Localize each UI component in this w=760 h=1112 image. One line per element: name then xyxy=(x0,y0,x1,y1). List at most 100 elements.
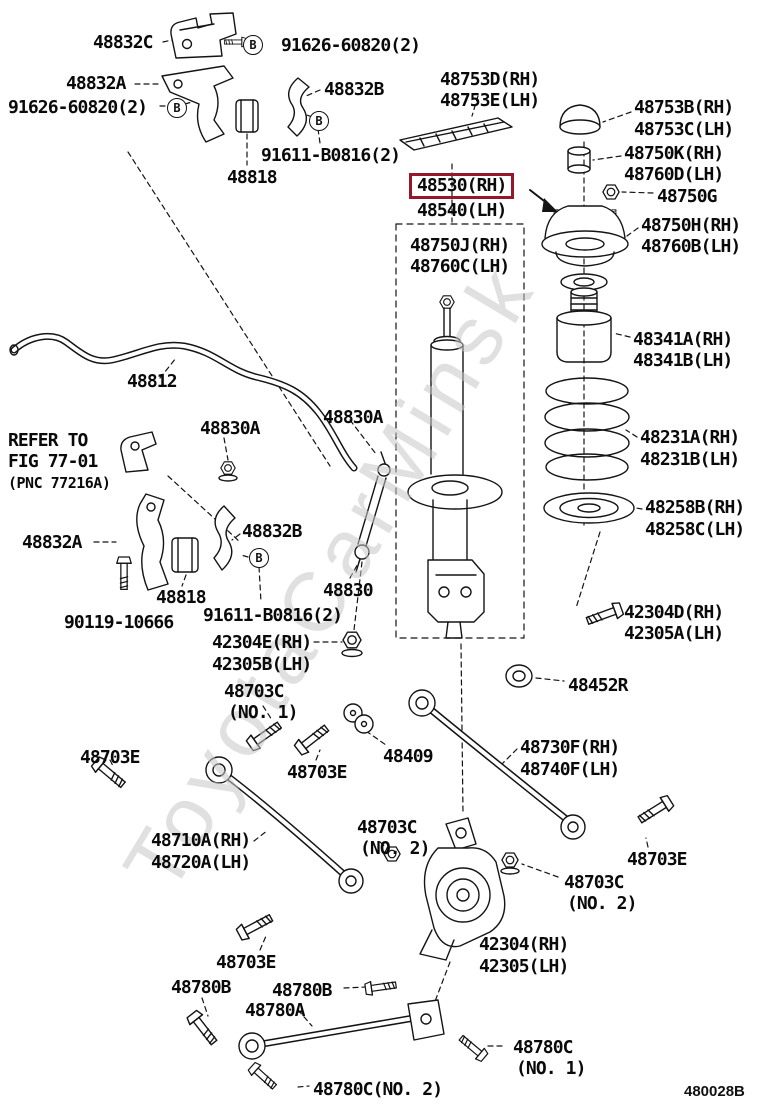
refer-bracket-77216a xyxy=(120,431,157,473)
part-label-48753d-rh[interactable]: 48753D(RH) xyxy=(440,69,540,90)
part-label-pnc-77216a[interactable]: (PNC 77216A) xyxy=(8,474,111,492)
bumper-48341a xyxy=(556,287,612,363)
part-label-48231b-lh[interactable]: 48231B(LH) xyxy=(640,449,740,470)
clamp-48832b-lower xyxy=(213,505,236,571)
spacer-48750k xyxy=(567,146,591,174)
part-label-48760b-lh[interactable]: 48760B(LH) xyxy=(641,236,741,257)
part-label-91611-b0816-2[interactable]: 91611-B0816(2) xyxy=(261,145,401,166)
part-label-48830[interactable]: 48830 xyxy=(323,580,374,601)
leader-lines xyxy=(93,39,654,1088)
part-label-42304e-rh[interactable]: 42304E(RH) xyxy=(212,632,312,653)
part-label-48740f-lh[interactable]: 48740F(LH) xyxy=(520,759,620,780)
part-label-48812[interactable]: 48812 xyxy=(127,371,178,392)
part-label-48832c[interactable]: 48832C xyxy=(93,32,154,53)
part-label-48730f-rh[interactable]: 48730F(RH) xyxy=(520,737,620,758)
part-label-48703e[interactable]: 48703E xyxy=(627,849,688,870)
stabilizer-bar-48812 xyxy=(9,332,358,472)
part-label-90119-10666[interactable]: 90119-10666 xyxy=(64,612,174,633)
part-label-48231a-rh[interactable]: 48231A(RH) xyxy=(640,427,740,448)
part-label-48832b[interactable]: 48832B xyxy=(242,521,303,542)
part-label-48753e-lh[interactable]: 48753E(LH) xyxy=(440,90,540,111)
part-label-48760c-lh[interactable]: 48760C(LH) xyxy=(410,256,510,277)
part-label-refer-to[interactable]: REFER TO xyxy=(8,430,88,451)
part-label-48258c-lh[interactable]: 48258C(LH) xyxy=(645,519,745,540)
part-label-48750h-rh[interactable]: 48750H(RH) xyxy=(641,215,741,236)
part-label-48530-rh[interactable]: 48530(RH) xyxy=(409,173,515,199)
bushing-48452r xyxy=(505,664,533,688)
bracket-48832a-lower xyxy=(136,493,169,591)
part-label-48780a[interactable]: 48780A xyxy=(245,1000,306,1021)
part-label-48818[interactable]: 48818 xyxy=(227,167,278,188)
part-label-48452r[interactable]: 48452R xyxy=(568,675,629,696)
support-48750h xyxy=(541,205,629,267)
bracket-48832c xyxy=(170,12,247,59)
coil-spring-48231a xyxy=(544,377,630,481)
part-label-48341b-lh[interactable]: 48341B(LH) xyxy=(633,350,733,371)
part-label-91626-60820-2[interactable]: 91626-60820(2) xyxy=(281,35,421,56)
part-label-91611-b0816-2[interactable]: 91611-B0816(2) xyxy=(203,605,343,626)
fastener-symbol-b[interactable]: B xyxy=(309,111,329,131)
part-label-48540-lh[interactable]: 48540(LH) xyxy=(417,200,507,221)
cap-48753b xyxy=(559,104,601,135)
part-label-48258b-rh[interactable]: 48258B(RH) xyxy=(645,497,745,518)
part-label-42304-rh[interactable]: 42304(RH) xyxy=(479,934,569,955)
part-label-48753b-rh[interactable]: 48753B(RH) xyxy=(634,97,734,118)
part-label-48341a-rh[interactable]: 48341A(RH) xyxy=(633,329,733,350)
part-label-48750k-rh[interactable]: 48750K(RH) xyxy=(624,143,724,164)
part-label-48710a-rh[interactable]: 48710A(RH) xyxy=(151,830,251,851)
fastener-symbol-b[interactable]: B xyxy=(243,35,263,55)
part-label-48703e[interactable]: 48703E xyxy=(216,952,277,973)
part-label-48780c-no-2[interactable]: 48780C(NO. 2) xyxy=(313,1079,443,1100)
arm-48780a xyxy=(238,999,445,1060)
spring-seat-48258b xyxy=(543,492,635,524)
part-label-48760d-lh[interactable]: 48760D(LH) xyxy=(624,164,724,185)
shock-absorber-48530 xyxy=(407,295,503,639)
part-label-91626-60820-2[interactable]: 91626-60820(2) xyxy=(8,97,148,118)
part-label-48832a[interactable]: 48832A xyxy=(66,73,127,94)
part-label-48780b[interactable]: 48780B xyxy=(272,980,333,1001)
part-label-48832b[interactable]: 48832B xyxy=(324,79,385,100)
part-label-48409[interactable]: 48409 xyxy=(383,746,434,767)
part-label-42304d-rh[interactable]: 42304D(RH) xyxy=(624,602,724,623)
part-label-48830a[interactable]: 48830A xyxy=(323,407,384,428)
nut-42304e xyxy=(341,631,363,658)
stabilizer-link-48830 xyxy=(354,451,391,573)
knuckle-42304 xyxy=(419,817,506,961)
part-label-no-1[interactable]: (NO. 1) xyxy=(516,1058,586,1079)
part-label-48703e[interactable]: 48703E xyxy=(80,747,141,768)
part-label-48832a[interactable]: 48832A xyxy=(22,532,83,553)
clamp-48832a-top xyxy=(161,65,234,143)
plate-48753d xyxy=(399,117,513,151)
highlight-arrow xyxy=(529,189,558,212)
part-label-fig-77-01[interactable]: FIG 77-01 xyxy=(8,451,98,472)
part-label-48703c[interactable]: 48703C xyxy=(564,872,625,893)
part-label-48703c[interactable]: 48703C xyxy=(224,681,285,702)
part-label-48780b[interactable]: 48780B xyxy=(171,977,232,998)
part-label-48703c[interactable]: 48703C xyxy=(357,817,418,838)
part-label-48780c[interactable]: 48780C xyxy=(513,1037,574,1058)
bushing-48818-top xyxy=(235,99,259,133)
part-label-no-2[interactable]: (NO. 2) xyxy=(360,838,430,859)
part-label-48753c-lh[interactable]: 48753C(LH) xyxy=(634,119,734,140)
cam-washer-48409 xyxy=(343,703,374,734)
part-label-42305a-lh[interactable]: 42305A(LH) xyxy=(624,623,724,644)
part-label-42305-lh[interactable]: 42305(LH) xyxy=(479,956,569,977)
part-label-48720a-lh[interactable]: 48720A(LH) xyxy=(151,852,251,873)
part-label-no-1[interactable]: (NO. 1) xyxy=(228,702,298,723)
part-label-48830a[interactable]: 48830A xyxy=(200,418,261,439)
part-label-48750g[interactable]: 48750G xyxy=(657,186,718,207)
bushing-48818-lower xyxy=(171,537,199,573)
nut-48830a xyxy=(218,461,238,482)
fastener-symbol-b[interactable]: B xyxy=(249,548,269,568)
part-label-48818[interactable]: 48818 xyxy=(156,587,207,608)
part-label-42305b-lh[interactable]: 42305B(LH) xyxy=(212,654,312,675)
lower-arm-48710a xyxy=(205,756,364,894)
part-label-48703e[interactable]: 48703E xyxy=(287,762,348,783)
clamp-48832b-top xyxy=(287,77,310,137)
part-label-48750j-rh[interactable]: 48750J(RH) xyxy=(410,235,510,256)
fastener-symbol-b[interactable]: B xyxy=(167,98,187,118)
part-label-no-2[interactable]: (NO. 2) xyxy=(567,893,637,914)
